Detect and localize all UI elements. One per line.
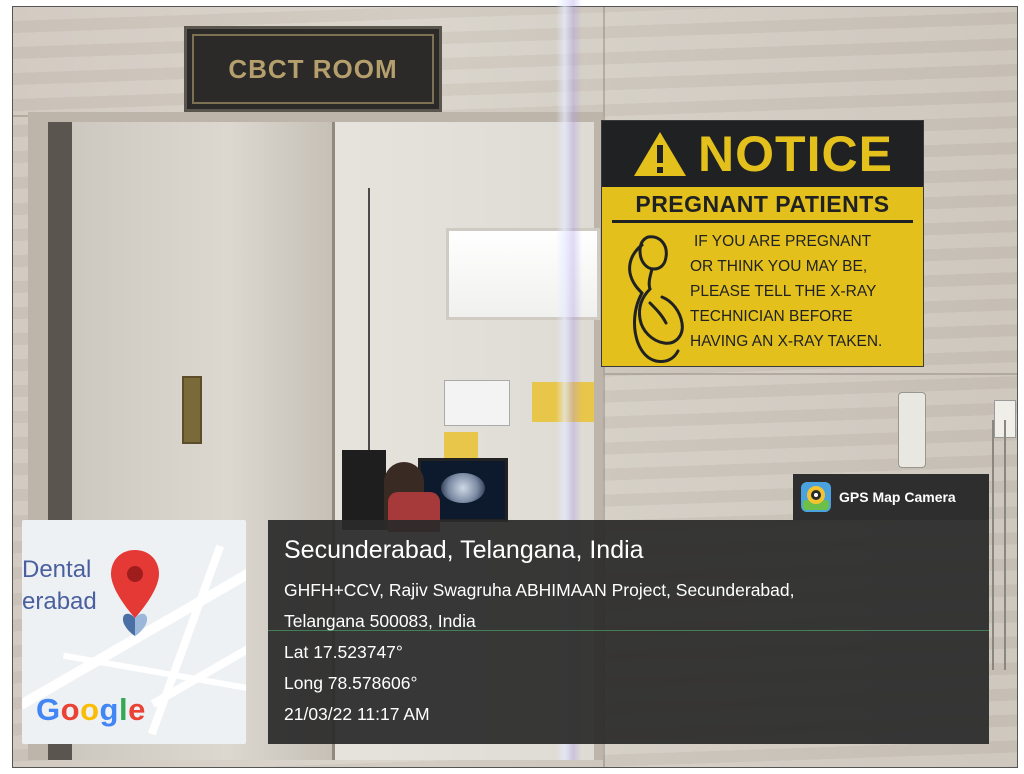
door-handle — [182, 376, 202, 444]
notice-subheading: PREGNANT PATIENTS — [635, 191, 890, 217]
gps-badge-label: GPS Map Camera — [839, 489, 956, 505]
notice-line: PLEASE TELL THE X-RAY — [690, 283, 877, 300]
longitude: Long 78.578606° — [284, 673, 418, 693]
notice-body: IF YOU ARE PREGNANT OR THINK YOU MAY BE,… — [602, 223, 923, 373]
room-sign: CBCT ROOM — [184, 26, 442, 112]
gps-map-camera-badge: GPS Map Camera — [793, 474, 989, 520]
wall-note — [444, 432, 478, 462]
tile-seam — [603, 7, 605, 767]
gps-camera-app-icon — [801, 482, 831, 512]
pregnant-woman-icon — [628, 235, 684, 363]
notice-heading: NOTICE — [698, 126, 893, 182]
timestamp: 21/03/22 11:17 AM — [284, 704, 430, 724]
map-place-label: erabad — [22, 588, 97, 615]
notice-divider — [612, 220, 913, 223]
latitude: Lat 17.523747° — [284, 642, 403, 662]
notice-line: HAVING AN X-RAY TAKEN. — [690, 333, 883, 350]
tile-seam — [605, 373, 1017, 375]
notice-line: TECHNICIAN BEFORE — [690, 308, 853, 325]
wall-poster — [444, 380, 510, 426]
notice-header: NOTICE — [602, 121, 923, 187]
notice-line: IF YOU ARE PREGNANT — [694, 233, 872, 250]
address-line: GHFH+CCV, Rajiv Swagruha ABHIMAAN Projec… — [284, 580, 795, 600]
coiled-cable — [992, 420, 1006, 670]
map-road — [62, 652, 246, 694]
address-line: Telangana 500083, India — [284, 611, 476, 631]
notice-sign: NOTICE PREGNANT PATIENTS IF YOU ARE PREG… — [601, 120, 924, 367]
scan-line — [268, 630, 989, 631]
intercom-handset — [898, 392, 926, 468]
computer-tower — [342, 450, 386, 530]
notice-line: OR THINK YOU MAY BE, — [690, 258, 868, 275]
warning-icon — [634, 132, 687, 176]
room-sign-text: CBCT ROOM — [228, 53, 398, 84]
google-logo: Google — [36, 692, 146, 728]
map-pin-icon — [111, 550, 159, 636]
google-logo-text: Google — [36, 692, 146, 727]
location-title: Secunderabad, Telangana, India — [284, 536, 644, 564]
gps-info-panel: Secunderabad, Telangana, India GHFH+CCV,… — [268, 520, 989, 744]
map-place-label: Dental — [22, 556, 92, 583]
wall-cable — [368, 188, 370, 458]
map-thumbnail: Dental erabad Google — [22, 520, 246, 744]
